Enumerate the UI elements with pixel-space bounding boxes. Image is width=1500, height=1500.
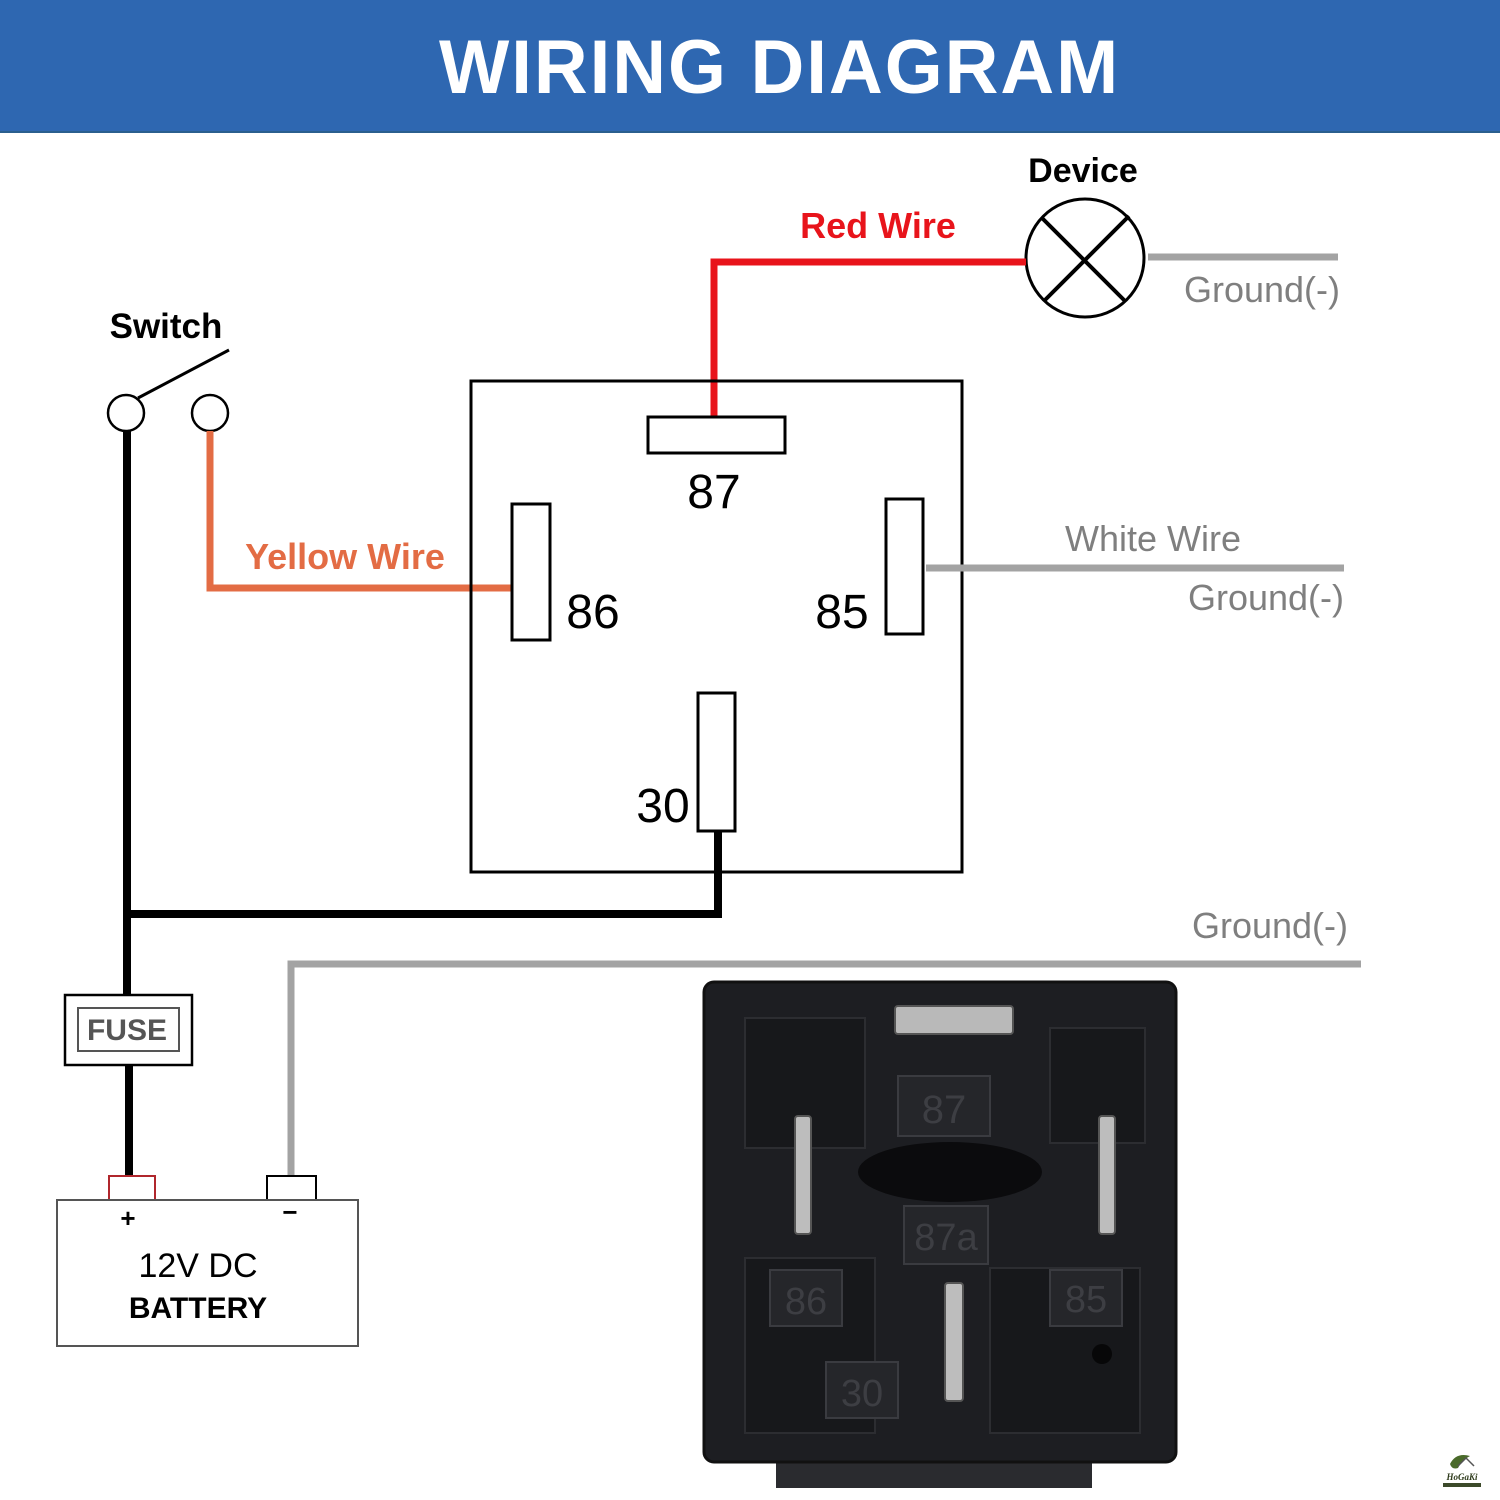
device-ground-label: Ground(-) bbox=[1184, 269, 1340, 310]
pin-85-terminal bbox=[884, 497, 925, 636]
pin30-power-wire bbox=[127, 832, 722, 918]
photo-pin-85-label: 85 bbox=[1065, 1279, 1107, 1321]
battery-positive-terminal bbox=[108, 1175, 156, 1201]
lamp-icon bbox=[1024, 197, 1146, 319]
relay-photo-pins bbox=[794, 1005, 1116, 1402]
pin-86-label: 86 bbox=[566, 586, 619, 639]
photo-pin-87a-label: 87a bbox=[914, 1217, 978, 1259]
house-icon bbox=[1457, 1456, 1475, 1467]
red-wire bbox=[710, 258, 1026, 416]
fuse-icon bbox=[63, 993, 194, 1067]
battery-icon bbox=[56, 1175, 359, 1347]
switch-label: Switch bbox=[110, 307, 223, 346]
battery-ground-wire bbox=[287, 960, 1361, 1176]
pin-87-terminal bbox=[646, 415, 787, 455]
page-title: WIRING DIAGRAM bbox=[439, 25, 1121, 110]
pin-87-label: 87 bbox=[687, 466, 740, 519]
pin-30-terminal bbox=[696, 691, 737, 833]
pin-30-label: 30 bbox=[636, 780, 689, 833]
battery-label: BATTERY bbox=[129, 1292, 267, 1325]
pin-85-label: 85 bbox=[815, 586, 868, 639]
battery-minus-sign: − bbox=[282, 1197, 297, 1227]
brand-logo: HoGaKi bbox=[1443, 1455, 1481, 1487]
battery-negative-terminal bbox=[266, 1175, 317, 1201]
relay-photo: 87 87a 86 85 30 bbox=[702, 980, 1178, 1488]
leaf-icon bbox=[1450, 1455, 1470, 1469]
switch-icon[interactable] bbox=[106, 348, 230, 433]
battery-ground-label: Ground(-) bbox=[1192, 905, 1348, 946]
red-wire-label: Red Wire bbox=[800, 205, 956, 246]
pin-86-terminal bbox=[510, 502, 552, 642]
photo-pin-87-label: 87 bbox=[922, 1088, 967, 1132]
pin85-ground-label: Ground(-) bbox=[1188, 577, 1344, 618]
yellow-wire bbox=[206, 431, 511, 592]
photo-pin-30-label: 30 bbox=[841, 1373, 883, 1415]
relay-schematic bbox=[469, 379, 964, 874]
logo-name: HoGaKi bbox=[1445, 1472, 1478, 1482]
photo-pin-86-label: 86 bbox=[785, 1281, 827, 1323]
yellow-wire-label: Yellow Wire bbox=[245, 536, 445, 577]
device-label: Device bbox=[1028, 152, 1138, 190]
fuse-label: FUSE bbox=[87, 1014, 167, 1047]
white-wire-label: White Wire bbox=[1065, 518, 1241, 559]
header-banner: WIRING DIAGRAM bbox=[0, 0, 1500, 133]
battery-plus-sign: + bbox=[120, 1203, 135, 1233]
battery-voltage-label: 12V DC bbox=[138, 1247, 257, 1285]
